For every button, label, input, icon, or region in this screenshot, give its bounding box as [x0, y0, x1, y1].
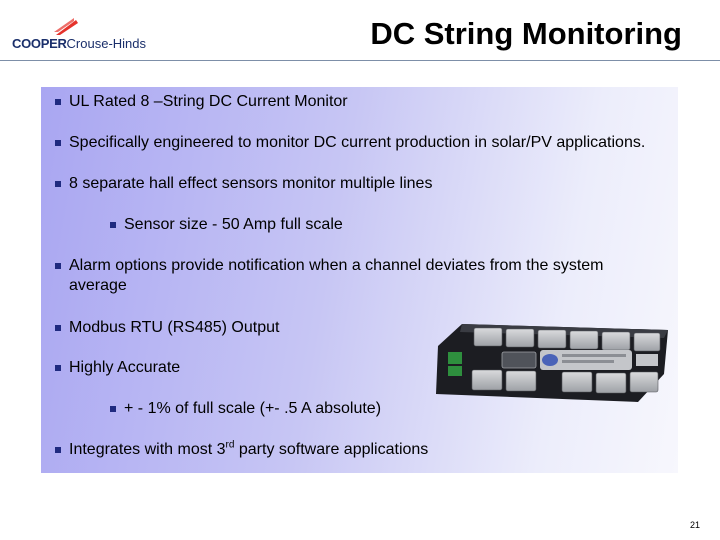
bullet-engineered: Specifically engineered to monitor DC cu… [55, 133, 646, 153]
header-divider [0, 60, 720, 61]
bullet-marker-icon [55, 325, 61, 331]
bullet-accurate: Highly Accurate [55, 358, 181, 378]
logo-brand-sub: Crouse-Hinds [66, 36, 147, 51]
sub-bullet-accuracy: + - 1% of full scale (+- .5 A absolute) [110, 399, 382, 419]
bullet-text: 8 separate hall effect sensors monitor m… [69, 175, 433, 192]
bullet-marker-icon [110, 406, 116, 412]
bullet-text: Modbus RTU (RS485) Output [69, 319, 280, 336]
bullet-text: Specifically engineered to monitor DC cu… [69, 134, 646, 151]
bullet-text: Highly Accurate [69, 359, 181, 376]
bullet-text: + - 1% of full scale (+- .5 A absolute) [124, 400, 382, 417]
bullet-text-after: party software applications [234, 441, 429, 458]
bullet-ul-rated: UL Rated 8 –String DC Current Monitor [55, 92, 348, 112]
bullet-text: Sensor size - 50 Amp full scale [124, 216, 343, 233]
logo-brand: COOPER [12, 36, 67, 51]
bullet-modbus: Modbus RTU (RS485) Output [55, 318, 280, 338]
bullet-marker-icon [55, 263, 61, 269]
bullet-text-before: Integrates with most 3 [69, 441, 226, 458]
logo-swoosh-icon [54, 18, 78, 35]
bullet-marker-icon [55, 365, 61, 371]
bullet-text: UL Rated 8 –String DC Current Monitor [69, 93, 348, 110]
bullet-marker-icon [55, 181, 61, 187]
content-panel [41, 87, 678, 473]
bullet-text: Alarm options provide notification when … [69, 257, 604, 274]
bullet-alarm-options: Alarm options provide notification when … [55, 256, 604, 296]
bullet-hall-sensors: 8 separate hall effect sensors monitor m… [55, 174, 433, 194]
bullet-marker-icon [55, 99, 61, 105]
bullet-superscript: rd [225, 439, 235, 451]
bullet-integrates: Integrates with most 3rd party software … [55, 439, 429, 460]
bullet-marker-icon [55, 140, 61, 146]
bullet-marker-icon [110, 222, 116, 228]
sub-bullet-sensor-size: Sensor size - 50 Amp full scale [110, 215, 343, 235]
dc-current-monitor-device-icon [436, 324, 668, 402]
company-logo: COOPERCrouse-Hinds [10, 18, 180, 54]
page-number: 21 [689, 520, 700, 530]
logo-text: COOPERCrouse-Hinds [12, 36, 146, 51]
slide-title: DC String Monitoring [370, 16, 682, 51]
bullet-text-line2: average [69, 277, 127, 294]
bullet-marker-icon [55, 447, 61, 453]
